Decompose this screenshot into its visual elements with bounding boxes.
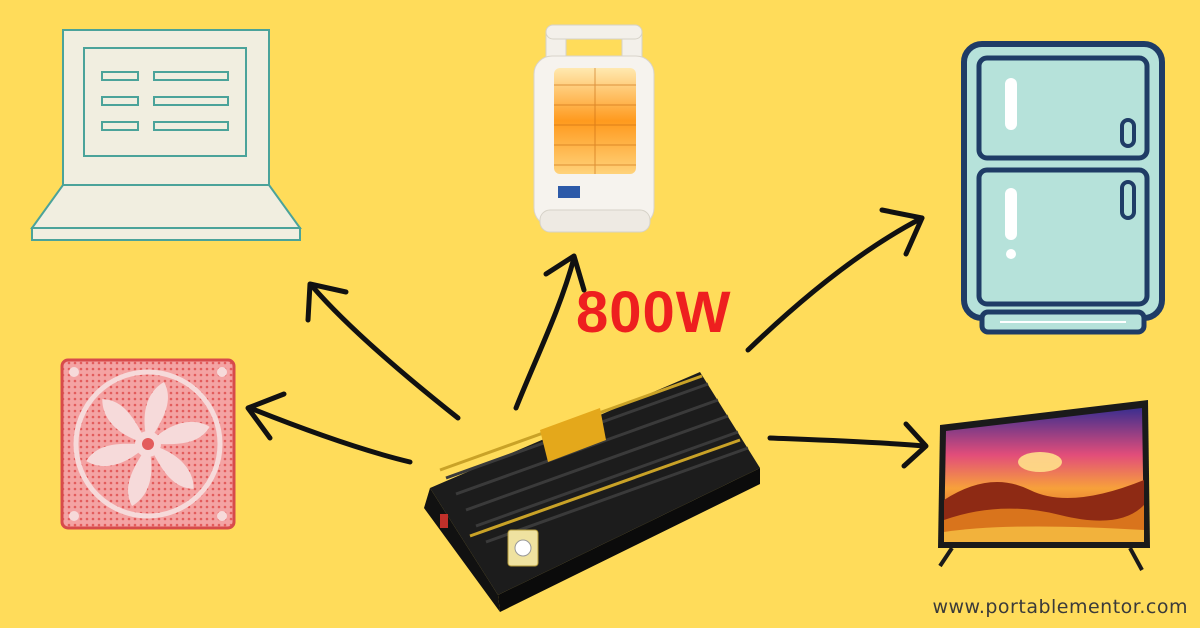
power-rating-label: 800W <box>576 280 732 345</box>
television-icon <box>938 400 1150 571</box>
refrigerator-icon <box>961 41 1165 335</box>
heater-icon <box>533 24 655 233</box>
arrow-to-heater <box>513 253 587 411</box>
laptop-icon <box>30 29 302 241</box>
arrow-to-television <box>767 421 929 469</box>
arrow-to-fan <box>245 391 413 465</box>
fan-icon <box>60 358 236 530</box>
inverter-icon <box>424 372 760 612</box>
website-credit: www.portablementor.com <box>932 596 1188 618</box>
arrow-to-laptop <box>305 281 461 421</box>
arrow-to-refrigerator <box>745 207 925 353</box>
